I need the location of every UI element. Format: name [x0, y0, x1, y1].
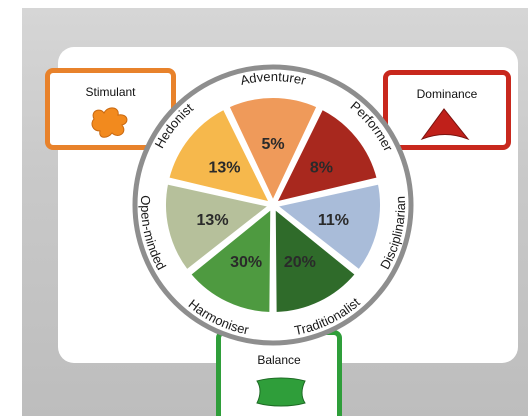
- slice-adventurer: [227, 96, 319, 204]
- slice-performer: [274, 107, 379, 204]
- slice-open-minded: [164, 182, 272, 272]
- value-harmoniser: 30%: [230, 254, 262, 271]
- dominance-card: Dominance: [383, 70, 511, 150]
- stimulant-blob-icon: [91, 107, 128, 138]
- value-hedonist: 13%: [209, 159, 241, 176]
- slice-harmoniser: [188, 206, 273, 314]
- value-performer: 8%: [310, 159, 333, 176]
- balance-cushion-icon: [256, 377, 306, 407]
- slice-hedonist: [167, 107, 272, 204]
- dominance-label: Dominance: [416, 87, 478, 101]
- slice-traditionalist: [273, 206, 358, 314]
- dominance-triangle-icon: [420, 108, 470, 141]
- value-disciplinarian: 11%: [318, 212, 349, 229]
- wheel-slices: 5% 8% 11% 20% 30% 13% 13%: [164, 96, 382, 314]
- balance-card: Balance: [216, 330, 342, 416]
- slice-disciplinarian: [274, 182, 382, 272]
- value-adventurer: 5%: [261, 136, 284, 153]
- value-traditionalist: 20%: [284, 254, 316, 271]
- stimulant-label: Stimulant: [85, 85, 136, 99]
- value-open-minded: 13%: [197, 212, 229, 229]
- balance-label: Balance: [257, 353, 301, 367]
